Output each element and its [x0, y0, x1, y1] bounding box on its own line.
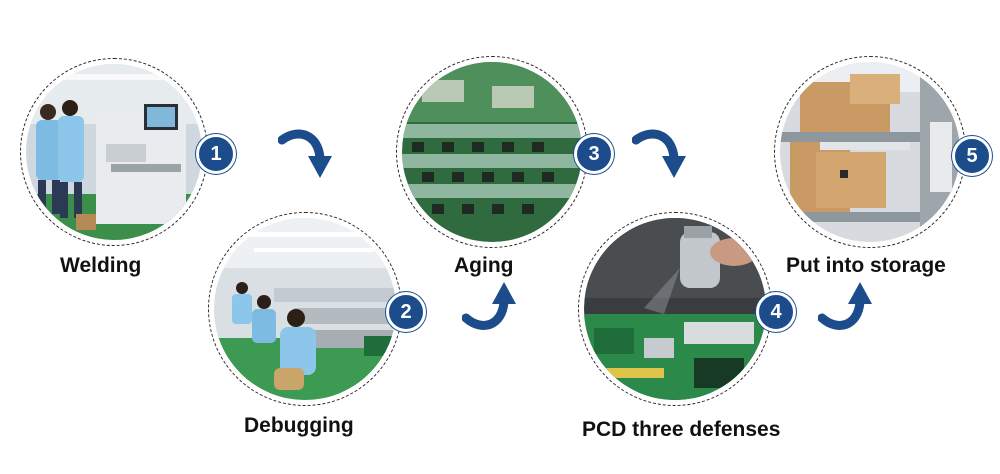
step-5-label: Put into storage: [786, 254, 946, 277]
step-1-label: Welding: [60, 254, 142, 277]
curved-arrow-up-icon: [462, 282, 516, 330]
pcd-three-defenses-photo: [584, 218, 766, 400]
storage-photo: [780, 62, 960, 242]
step-2-badge: 2: [386, 292, 426, 332]
curved-arrow-down-icon: [632, 129, 686, 178]
welding-photo: [26, 64, 202, 240]
debugging-photo: [214, 218, 396, 400]
step-2-label: Debugging: [244, 414, 354, 437]
aging-photo: [402, 62, 582, 242]
step-3-badge: 3: [574, 134, 614, 174]
curved-arrow-down-icon: [278, 129, 332, 178]
step-4-badge: 4: [756, 292, 796, 332]
step-1-badge: 1: [196, 134, 236, 174]
step-5-badge: 5: [952, 136, 992, 176]
curved-arrow-up-icon: [818, 282, 872, 330]
step-4-label: PCD three defenses: [582, 418, 781, 441]
step-3-label: Aging: [454, 254, 514, 277]
